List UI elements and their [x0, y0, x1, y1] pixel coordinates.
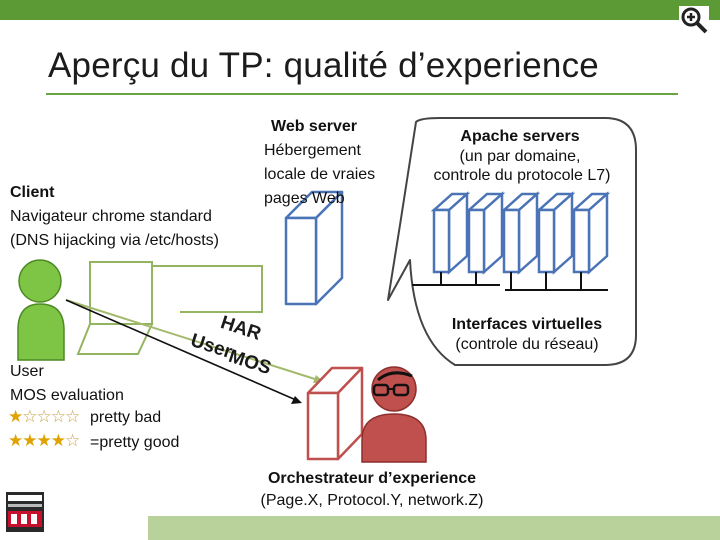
bad-rating-stars: ★☆☆☆☆ [8, 407, 80, 427]
apache-server-box-2 [465, 191, 506, 275]
user-heading: User [10, 363, 44, 380]
web-server-box [284, 190, 344, 306]
good-rating-stars: ★★★★☆ [8, 431, 80, 451]
web-server-line-2: locale de vraies [264, 166, 376, 183]
client-line-2: (DNS hijacking via /etc/hosts) [10, 232, 219, 249]
web-server-line-1: Hébergement [264, 142, 361, 159]
star-filled-icon: ★ [22, 431, 37, 450]
apache-line-2: controle du protocole L7) [433, 167, 611, 184]
web-server-line-3: pages Web [264, 190, 345, 207]
bad-rating-label: pretty bad [90, 409, 162, 426]
orchestrator-line-1: (Page.X, Protocol.Y, network.Z) [260, 492, 484, 509]
apache-server-box-3 [500, 191, 541, 275]
zoom-in-icon[interactable] [679, 6, 709, 34]
star-filled-icon: ★ [50, 431, 66, 450]
telecom-paristech-logo [6, 492, 44, 532]
apache-servers-group [430, 191, 611, 275]
interfaces-line-1: (controle du réseau) [455, 336, 599, 353]
apache-server-box-4 [535, 191, 576, 275]
virtual-interface-lines [412, 272, 608, 291]
star-empty-icon: ☆ [50, 407, 66, 426]
star-empty-icon: ☆ [65, 407, 80, 426]
apache-heading: Apache servers [460, 128, 580, 145]
good-rating-label: =pretty good [90, 434, 180, 451]
client-person-icon [17, 259, 65, 361]
top-accent-bar [0, 0, 720, 20]
client-heading: Client [10, 184, 55, 201]
client-line-1: Navigateur chrome standard [10, 208, 212, 225]
star-filled-icon: ★ [36, 431, 52, 450]
interfaces-heading: Interfaces virtuelles [451, 316, 603, 333]
star-filled-icon: ★ [8, 407, 23, 426]
star-empty-icon: ☆ [22, 407, 37, 426]
star-empty-icon: ☆ [65, 431, 80, 450]
slide-title: Aperçu du TP: qualité d’experience [48, 46, 599, 85]
orchestrator-box [306, 366, 364, 461]
apache-line-1: (un par domaine, [459, 148, 581, 165]
user-line-1: MOS evaluation [10, 387, 124, 404]
bottom-accent-bar [148, 516, 720, 540]
star-filled-icon: ★ [8, 431, 23, 450]
user-mos-arrow [65, 299, 302, 404]
orchestrator-person-icon [361, 366, 427, 463]
orchestrator-heading: Orchestrateur d’experience [267, 470, 477, 487]
client-network-cable [152, 265, 263, 313]
title-underline [46, 93, 678, 95]
apache-server-box-5 [570, 191, 611, 275]
star-empty-icon: ☆ [36, 407, 52, 426]
web-server-heading: Web server [271, 118, 357, 135]
client-laptop-icon [76, 261, 154, 355]
apache-server-box-1 [430, 191, 471, 275]
